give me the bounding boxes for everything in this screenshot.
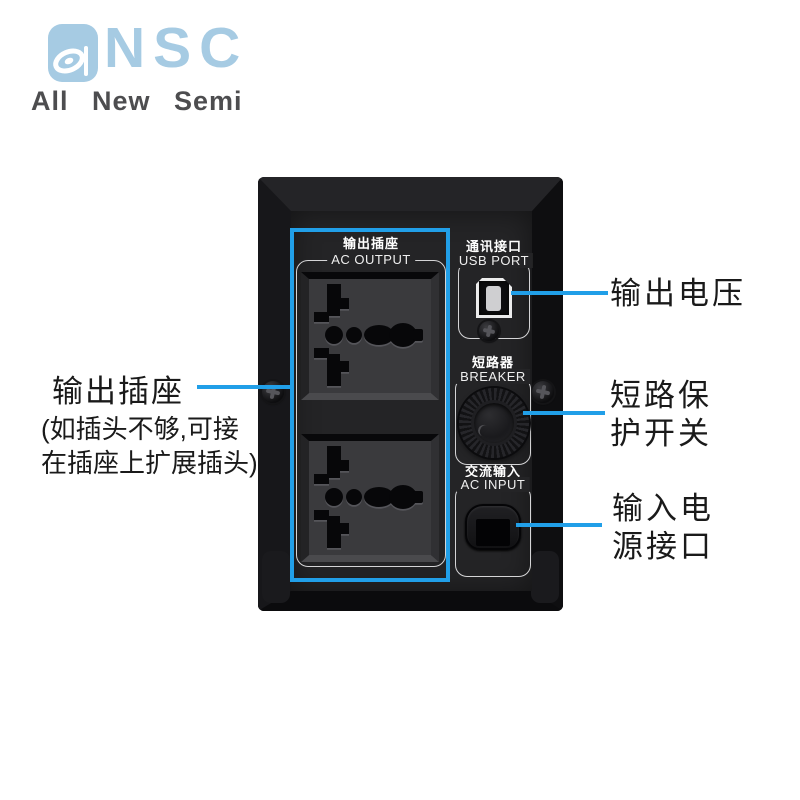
ac-output-en-label: AC OUTPUT xyxy=(327,252,415,267)
breaker-button-icon xyxy=(459,388,529,458)
ac-input-en-label: AC INPUT xyxy=(456,477,530,492)
ups-back-panel: 输出插座 AC OUTPUT xyxy=(258,177,563,611)
logo-brand-text: NSC xyxy=(104,16,249,80)
device-right-foot xyxy=(531,551,559,603)
ac-inlet-hole xyxy=(476,519,510,546)
output-voltage-line-1: 输出电压 xyxy=(610,276,746,311)
note-line-1: (如插头不够,可接 xyxy=(41,414,239,444)
ac-input-section: 交流输入 AC INPUT xyxy=(455,461,531,577)
device-bevel-frame xyxy=(258,177,563,611)
usb-cn-label: 通讯接口 xyxy=(465,239,522,254)
recessed-panel: 输出插座 AC OUTPUT xyxy=(290,211,534,591)
callout-line-power-input xyxy=(516,523,602,527)
ac-output-outline: AC OUTPUT xyxy=(296,252,446,567)
short-circuit-line-2: 护开关 xyxy=(610,416,712,451)
ac-output-section: 输出插座 AC OUTPUT xyxy=(296,233,446,567)
note-line-2: 在插座上扩展插头) xyxy=(41,448,258,478)
annotation-short-circuit-switch: 短路保 护开关 xyxy=(610,377,712,453)
callout-line-output-socket xyxy=(197,385,291,389)
ac-output-highlight-box xyxy=(290,228,450,582)
callout-line-output-voltage xyxy=(511,291,608,295)
usb-en-label: USB PORT xyxy=(454,253,534,268)
ac-output-cn-label: 输出插座 xyxy=(342,236,399,251)
power-input-line-1: 输入电 xyxy=(612,491,714,526)
annotation-output-voltage: 输出电压 xyxy=(610,275,746,313)
usb-outline: USB PORT xyxy=(454,253,534,339)
short-circuit-line-1: 短路保 xyxy=(610,378,712,413)
annotation-output-socket-note: (如插头不够,可接 在插座上扩展插头) xyxy=(41,412,258,480)
frame-screw-right-icon xyxy=(532,381,554,403)
usb-section: 通讯接口 USB PORT xyxy=(454,236,534,339)
device-left-foot xyxy=(262,551,290,603)
breaker-outline: BREAKER xyxy=(455,369,531,465)
usb-type-b-port-icon xyxy=(476,278,512,318)
ac-socket-top-icon xyxy=(301,272,439,400)
ac-socket-bottom-icon xyxy=(301,434,439,562)
callout-line-breaker xyxy=(523,411,605,415)
power-input-line-2: 源接口 xyxy=(612,529,714,564)
annotation-output-socket-title: 输出插座 xyxy=(52,374,184,409)
logo-tagline: All New Semi xyxy=(31,86,243,116)
annotation-power-input-port: 输入电 源接口 xyxy=(612,490,714,566)
breaker-button-center xyxy=(471,400,517,446)
panel-screw-icon xyxy=(479,321,499,341)
breaker-cn-label: 短路器 xyxy=(471,355,514,370)
usb-tongue xyxy=(486,286,501,311)
breaker-en-label: BREAKER xyxy=(456,369,530,384)
ac-inlet-icon xyxy=(465,504,521,550)
breaker-section: 短路器 BREAKER xyxy=(455,352,531,465)
ac-input-cn-label: 交流输入 xyxy=(464,464,521,479)
ansc-a-swirl-icon xyxy=(48,24,98,82)
ac-input-outline: AC INPUT xyxy=(455,477,531,577)
